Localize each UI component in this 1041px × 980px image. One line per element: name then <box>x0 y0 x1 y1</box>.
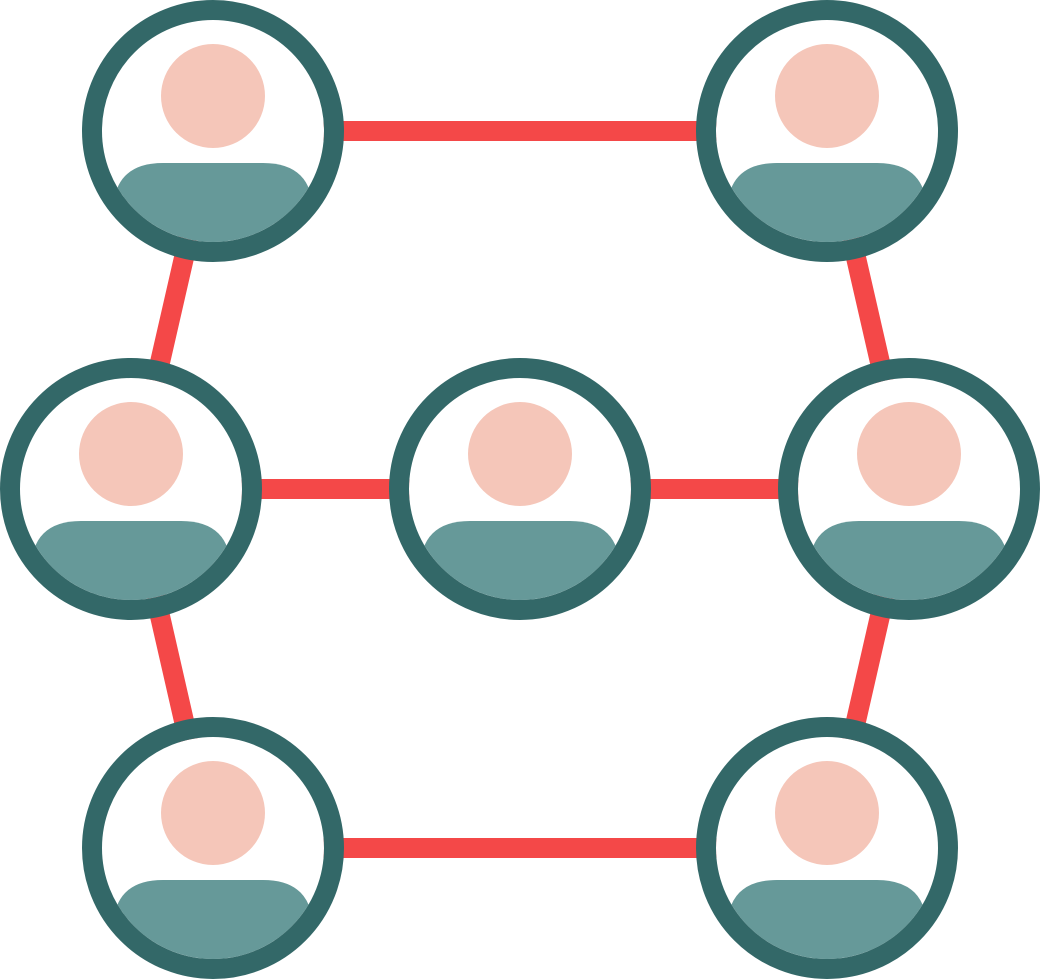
user-avatar-icon <box>113 44 313 242</box>
avatar-head <box>161 761 265 865</box>
user-node-top-right <box>696 0 958 262</box>
node-ring <box>0 358 262 620</box>
avatar-body <box>113 163 313 242</box>
user-node-middle-right <box>778 358 1040 620</box>
avatar-body <box>809 521 1009 600</box>
avatar-body <box>113 880 313 959</box>
avatar-body <box>420 521 620 600</box>
avatar-head <box>79 402 183 506</box>
node-ring <box>778 358 1040 620</box>
user-avatar-icon <box>113 761 313 959</box>
avatar-body <box>31 521 231 600</box>
avatar-head <box>468 402 572 506</box>
user-avatar-icon <box>727 44 927 242</box>
avatar-head <box>161 44 265 148</box>
node-ring <box>82 717 344 979</box>
user-node-center <box>389 358 651 620</box>
user-node-middle-left <box>0 358 262 620</box>
user-node-bottom-left <box>82 717 344 979</box>
avatar-head <box>857 402 961 506</box>
node-ring <box>696 717 958 979</box>
user-avatar-icon <box>420 402 620 600</box>
user-node-top-left <box>82 0 344 262</box>
user-avatar-icon <box>31 402 231 600</box>
user-avatar-icon <box>809 402 1009 600</box>
node-ring <box>696 0 958 262</box>
avatar-body <box>727 163 927 242</box>
node-ring <box>82 0 344 262</box>
avatar-head <box>775 761 879 865</box>
user-node-bottom-right <box>696 717 958 979</box>
avatar-body <box>727 880 927 959</box>
user-avatar-icon <box>727 761 927 959</box>
avatar-head <box>775 44 879 148</box>
node-ring <box>389 358 651 620</box>
